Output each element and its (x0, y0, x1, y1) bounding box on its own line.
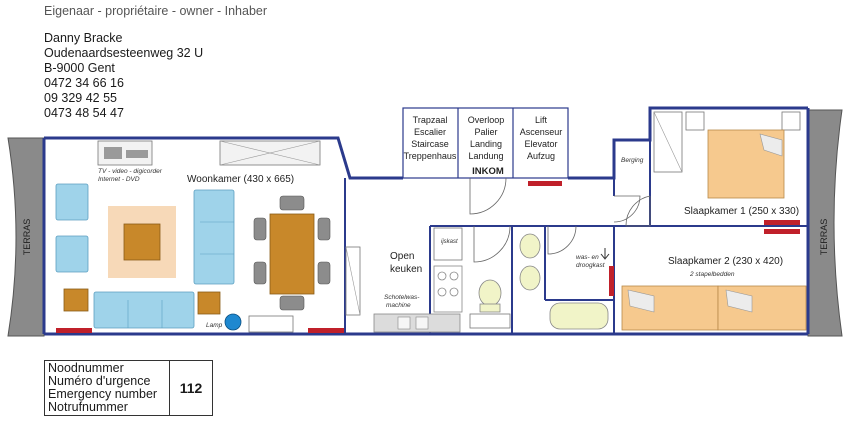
sofa-vertical (193, 189, 235, 285)
emergency-number: 112 (179, 380, 203, 396)
owner-header: Eigenaar - propriétaire - owner - Inhabe… (44, 4, 268, 18)
lamp-icon (224, 313, 242, 331)
storage: Berging (621, 157, 644, 164)
emergency-label: Notrufnummer (48, 400, 128, 414)
bedroom-1-label: Slaapkamer 1 (250 x 330) (684, 206, 799, 217)
toilet-icon (478, 279, 502, 307)
landing-label: Landing (470, 139, 502, 149)
sofa-horizontal (93, 291, 195, 329)
pillow-icon (759, 133, 783, 157)
owner-phone: 0472 34 66 16 (44, 76, 124, 90)
dining-chairs (253, 195, 331, 311)
doors (469, 177, 651, 263)
emergency-label: Emergency number (48, 387, 158, 401)
laundry-label: was- en (576, 254, 599, 261)
lift-label: Aufzug (527, 151, 555, 161)
sink-icon (397, 316, 411, 330)
landing-label: Palier (474, 127, 497, 137)
laundry-label: droogkast (576, 262, 606, 269)
toilet-tank (479, 303, 501, 313)
dishwasher-label: machine (386, 302, 411, 309)
emergency-number-box: Noodnummer Numéro d'urgence Emergency nu… (44, 360, 213, 416)
radiator (609, 266, 614, 296)
owner-phone: 0473 48 54 47 (44, 106, 124, 120)
sink-icon (415, 316, 429, 330)
bedroom-1: Slaapkamer 1 (250 x 330) (653, 111, 801, 217)
wc-cabinet (469, 313, 511, 329)
coffee-table (123, 223, 161, 261)
low-cabinet (248, 315, 294, 333)
tv-label: TV - video - digicorder (98, 168, 163, 175)
radiator (764, 220, 800, 225)
dishwasher-label: Schotelwas- (384, 294, 420, 301)
nightstand (685, 111, 705, 131)
arrow-down-icon (600, 248, 610, 260)
kitchen-label: keuken (390, 264, 422, 275)
bedroom-2: Slaapkamer 2 (230 x 420) 2 stapelbedden (621, 256, 807, 331)
washbasin-icon (519, 233, 541, 259)
fridge-label: ijskast (441, 239, 458, 245)
stairs-label: Escalier (414, 127, 446, 137)
nightstand (781, 111, 801, 131)
stove-icon (433, 265, 463, 313)
terrace-left: TERRAS (7, 137, 45, 337)
bedroom-2-label: Slaapkamer 2 (230 x 420) (668, 256, 783, 267)
terrace-right: TERRAS (807, 109, 843, 337)
washbasin-icon (519, 265, 541, 291)
landing-label: Landung (468, 151, 503, 161)
stair-landing-lift-block: Trapzaal Escalier Staircase Treppenhaus … (402, 107, 569, 179)
lift-label: Ascenseur (520, 127, 563, 137)
owner-city: B-9000 Gent (44, 61, 115, 75)
armchair (55, 235, 89, 273)
stairs-label: Staircase (411, 139, 449, 149)
stairs-label: Treppenhaus (404, 151, 457, 161)
entrance-label: INKOM (472, 166, 504, 177)
bunk-beds-label: 2 stapelbedden (689, 271, 735, 278)
emergency-label: Noodnummer (48, 361, 124, 375)
armchair (55, 183, 89, 221)
living-room: TV - video - digicorder Internet - DVD W… (55, 140, 331, 333)
emergency-label: Numéro d'urgence (48, 374, 151, 388)
landing-label: Overloop (468, 115, 505, 125)
emergency-labels: Noodnummer Numéro d'urgence Emergency nu… (45, 361, 170, 415)
radiator (56, 328, 92, 333)
radiator (764, 229, 800, 234)
dining-table (269, 213, 315, 295)
radiator (308, 328, 344, 333)
storage-label: Berging (621, 157, 644, 164)
tv-icon (104, 147, 122, 159)
side-table (63, 288, 89, 312)
bathroom: was- en droogkast (519, 233, 610, 330)
side-table (197, 291, 221, 315)
stairs-label: Trapzaal (413, 115, 448, 125)
kitchen-label: Open (390, 251, 414, 262)
lamp-label: Lamp (206, 322, 223, 329)
living-room-label: Woonkamer (430 x 665) (187, 174, 294, 185)
terrace-left-label: TERRAS (22, 219, 32, 256)
terrace-right-label: TERRAS (819, 219, 829, 256)
lift-label: Lift (535, 115, 548, 125)
pillow-icon (725, 289, 753, 313)
owner-street: Oudenaardsesteenweg 32 U (44, 46, 204, 60)
owner-name: Danny Bracke (44, 31, 123, 45)
pillow-icon (627, 289, 655, 313)
video-icon (126, 150, 148, 158)
wc (469, 279, 511, 329)
tv-label: Internet - DVD (98, 176, 140, 183)
fridge (433, 227, 463, 261)
owner-phone: 09 329 42 55 (44, 91, 117, 105)
lift-label: Elevator (524, 139, 557, 149)
owner-contact: Eigenaar - propriétaire - owner - Inhabe… (44, 4, 267, 121)
bathtub-icon (549, 302, 609, 330)
radiator (528, 181, 562, 186)
radiators (56, 181, 800, 333)
kitchen: Open keuken ijskast Schotelwas- machine (345, 227, 463, 333)
